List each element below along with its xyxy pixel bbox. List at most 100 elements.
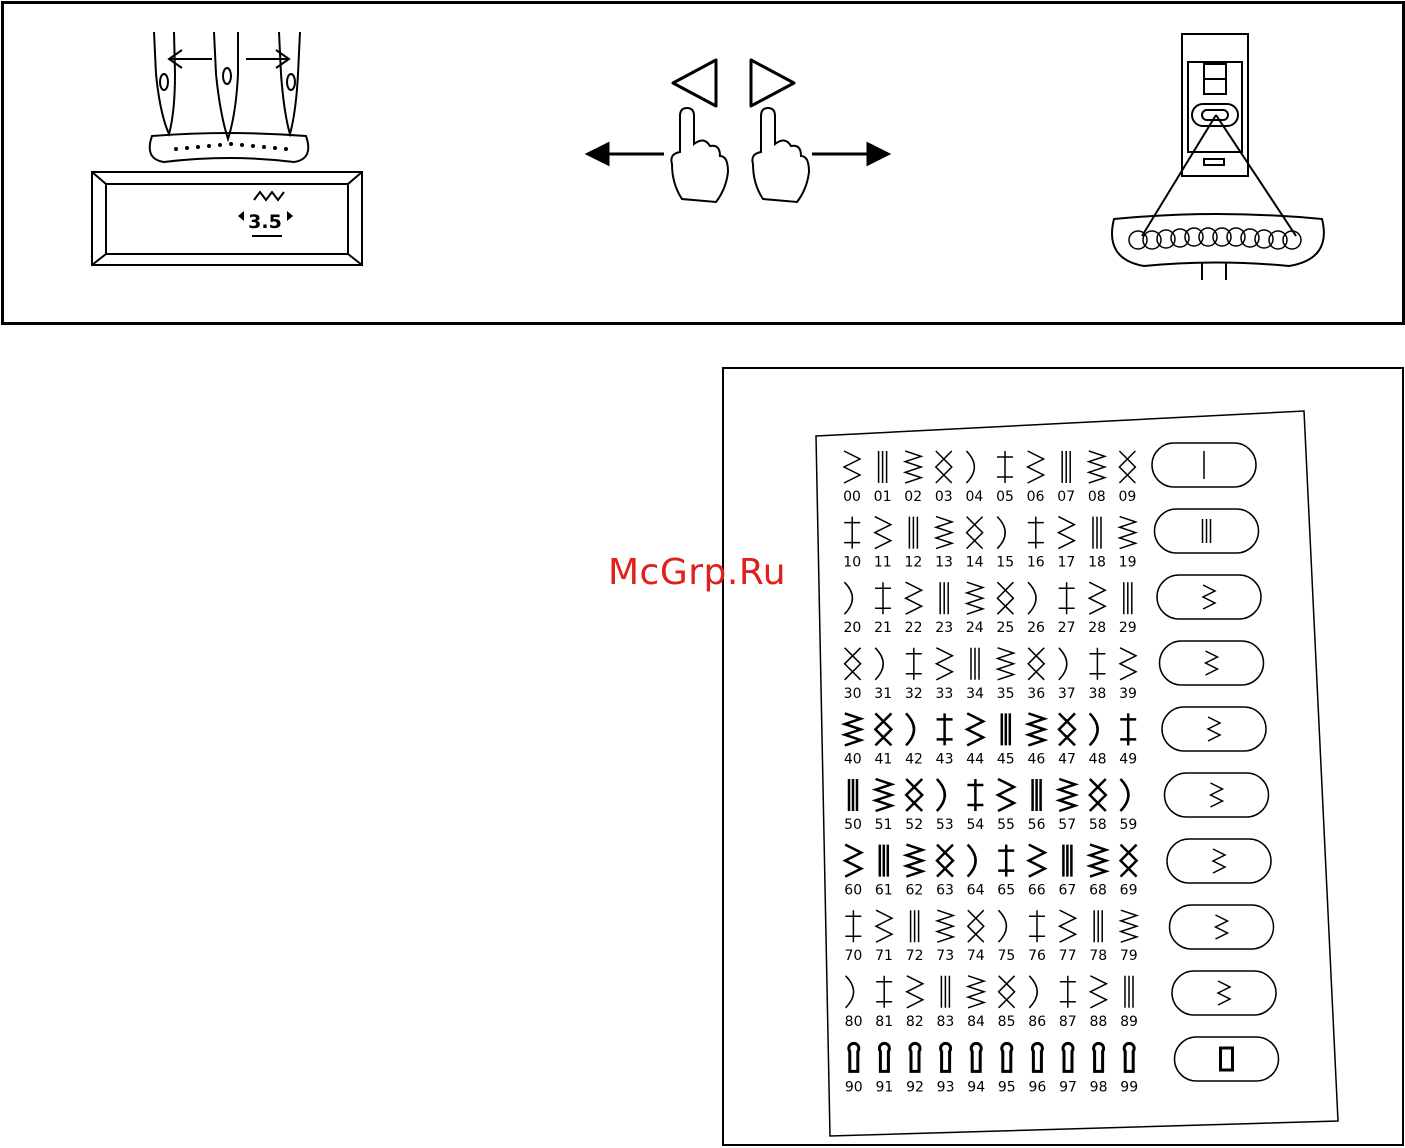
direct-button-blind-hem[interactable] [1161,706,1267,752]
stitch-pattern-22 [903,581,924,615]
stitch-number-label: 23 [935,620,953,636]
stitch-pattern-62 [902,843,927,878]
stitch-number-label: 17 [1057,555,1075,571]
direct-button-three-step-zigzag[interactable] [1158,640,1265,686]
stitch-pattern-87 [1059,975,1076,1008]
stitch-number-label: 28 [1088,620,1106,636]
stitch-number-label: 24 [966,620,984,636]
stitch-pattern-99 [1122,1041,1136,1073]
stitch-number-label: 30 [844,686,862,702]
stitch-pattern-00 [842,450,862,484]
direct-button-triple-straight[interactable] [1153,508,1260,554]
stitch-pattern-65 [998,844,1015,877]
presser-foot-illustration [1111,33,1325,280]
increase-triangle-icon [287,211,293,221]
stitch-number-label: 49 [1119,751,1137,767]
stitch-number-label: 69 [1120,883,1138,899]
zigzag-icon [1201,584,1217,610]
stitch-pattern-59 [1119,778,1130,812]
stitch-number-label: 20 [843,620,861,636]
stitch-pattern-14 [965,516,984,550]
stitch-number-label: 72 [906,948,924,964]
stitch-number-label: 50 [844,817,862,833]
stitch-pattern-34 [970,647,980,680]
direct-button-zigzag[interactable] [1156,574,1262,620]
stitch-pattern-20 [843,581,854,615]
blind-hem-icon [1206,716,1222,742]
stitch-number-label: 70 [844,948,862,964]
stitch-number-label: 76 [1028,948,1046,964]
direct-button-stretch-zigzag[interactable] [1171,970,1277,1016]
stitch-number-label: 19 [1119,555,1137,571]
stitch-number-label: 94 [967,1079,985,1095]
stitch-number-label: 93 [937,1079,955,1095]
lcd-display [91,171,363,266]
stitch-number-label: 12 [904,555,922,571]
stitch-number-label: 81 [875,1014,893,1030]
direct-button-straight-stitch[interactable] [1151,442,1257,488]
stitch-chart-card [815,410,1339,1137]
stitch-number-label: 37 [1058,686,1076,702]
stitch-pattern-16 [1027,516,1044,549]
stitch-pattern-72 [909,910,920,943]
stitch-number-label: 51 [875,817,893,833]
direct-button-buttonhole[interactable] [1173,1036,1280,1082]
direct-button-overlock[interactable] [1166,838,1272,884]
stitch-pattern-90 [847,1041,861,1073]
stitch-pattern-03 [934,450,953,484]
stitch-number-label: 63 [936,883,954,899]
stitch-number-label: 26 [1027,620,1045,636]
top-illustration-panel: 3.5 [1,1,1405,325]
stitch-pattern-74 [966,909,985,943]
stitch-pattern-70 [845,910,862,943]
stitch-pattern-51 [871,777,896,813]
stitch-number-label: 03 [935,489,953,505]
stitch-pattern-25 [996,581,1015,615]
stitch-pattern-07 [1061,451,1071,483]
stitch-number-label: 73 [936,948,954,964]
stitch-pattern-38 [1089,647,1106,680]
direct-button-feather[interactable] [1163,772,1270,818]
stitch-number-label: 84 [967,1014,985,1030]
stitch-pattern-19 [1117,515,1138,550]
stitch-pattern-67 [1062,844,1073,877]
stitch-number-label: 06 [1027,489,1045,505]
stitch-pattern-44 [964,712,986,747]
stitch-number-label: 92 [906,1079,924,1095]
stitch-pattern-61 [878,844,890,877]
triple-straight-icon [1201,519,1212,543]
stitch-pattern-10 [844,516,861,549]
stitch-pattern-15 [996,516,1006,550]
stitch-number-label: 79 [1120,948,1138,964]
decrease-triangle-icon [238,211,244,221]
stitch-pattern-46 [1024,712,1049,747]
stitch-pattern-91 [877,1041,891,1073]
stitch-pattern-78 [1093,910,1103,943]
stitch-pattern-23 [939,582,949,615]
stitch-number-label: 41 [874,751,892,767]
stitch-number-label: 31 [874,686,892,702]
width-zigzag-icon [253,190,285,202]
stitch-number-label: 88 [1089,1014,1107,1030]
stitch-number-label: 95 [998,1079,1016,1095]
stitch-number-label: 13 [935,555,953,571]
stitch-pattern-63 [935,843,955,878]
stitch-number-label: 99 [1120,1079,1138,1095]
stitch-number-label: 29 [1119,620,1137,636]
pointing-hand-right-icon [751,106,811,204]
stitch-pattern-85 [997,975,1016,1009]
stitch-number-label: 68 [1089,883,1107,899]
stitch-pattern-49 [1120,713,1137,746]
stitch-pattern-80 [845,975,855,1009]
stitch-pattern-47 [1057,712,1077,747]
stitch-number-label: 77 [1059,948,1077,964]
stitch-pattern-05 [997,451,1013,483]
stitch-pattern-88 [1088,975,1109,1009]
left-direction-arrow-icon [584,141,664,167]
stitch-pattern-97 [1061,1041,1075,1073]
stitch-pattern-26 [1027,581,1037,615]
watermark-text: McGrp.Ru [608,552,787,593]
direct-button-lightning[interactable] [1168,904,1275,950]
stitch-number-label: 45 [997,751,1015,767]
